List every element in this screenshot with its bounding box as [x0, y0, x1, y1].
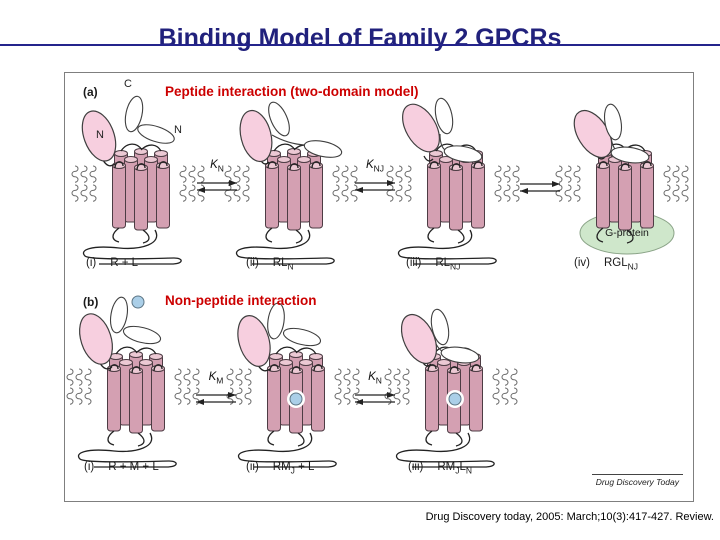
- state-label-a-i: (i)R + L: [86, 257, 139, 269]
- panel-b-heading: Non-peptide interaction: [165, 293, 317, 308]
- panel-a-heading: Peptide interaction (two-domain model): [165, 84, 419, 99]
- arrow-a-knj: [354, 179, 396, 194]
- state-label-b-iii: (iii)RMJLN: [408, 461, 473, 476]
- state-label-b-i: (i)R + M + L: [84, 461, 159, 473]
- journal-credit: Drug Discovery Today: [591, 474, 683, 487]
- rate-constant-a-kn: KN: [210, 159, 224, 174]
- state-b-ii-receptor: [227, 301, 359, 467]
- peptide-n-terminus-label: N: [174, 124, 182, 136]
- peptide-c-terminus-label: C: [124, 78, 132, 90]
- state-label-a-iii: (iii)RLNJ: [406, 257, 461, 272]
- rate-constant-b-kn: KN: [368, 371, 382, 386]
- panel-b-tag: (b): [83, 295, 99, 309]
- state-a-ii-receptor: [225, 98, 357, 264]
- state-b-i-receptor: [67, 295, 199, 467]
- title-rule: [0, 44, 720, 46]
- free-ligand-dot: [128, 292, 148, 312]
- figure-panel: (a) Peptide interaction (two-domain mode…: [64, 72, 694, 502]
- state-a-iii-receptor: [387, 96, 519, 264]
- rate-constant-b-km: KM: [208, 371, 224, 386]
- state-label-b-ii: (ii)RMJ + L: [246, 461, 315, 476]
- state-label-a-iv: (iv)RGLNJ: [574, 257, 639, 272]
- g-protein-label: G-protein: [605, 227, 649, 239]
- state-label-a-ii: (ii)RLN: [246, 257, 294, 272]
- arrow-a-unlabeled: [519, 180, 561, 195]
- state-a-iv-receptor: [556, 102, 688, 255]
- figure-artwork: [65, 94, 693, 501]
- state-b-iii-receptor: [385, 307, 517, 467]
- state-a-i-receptor: [72, 94, 204, 264]
- panel-a-tag: (a): [83, 85, 98, 99]
- rate-constant-a-knj: KNJ: [365, 159, 385, 174]
- citation-caption: Drug Discovery today, 2005: March;10(3):…: [425, 511, 714, 523]
- receptor-n-terminus-label: N: [96, 129, 104, 141]
- slide-title: Binding Model of Family 2 GPCRs: [158, 23, 562, 52]
